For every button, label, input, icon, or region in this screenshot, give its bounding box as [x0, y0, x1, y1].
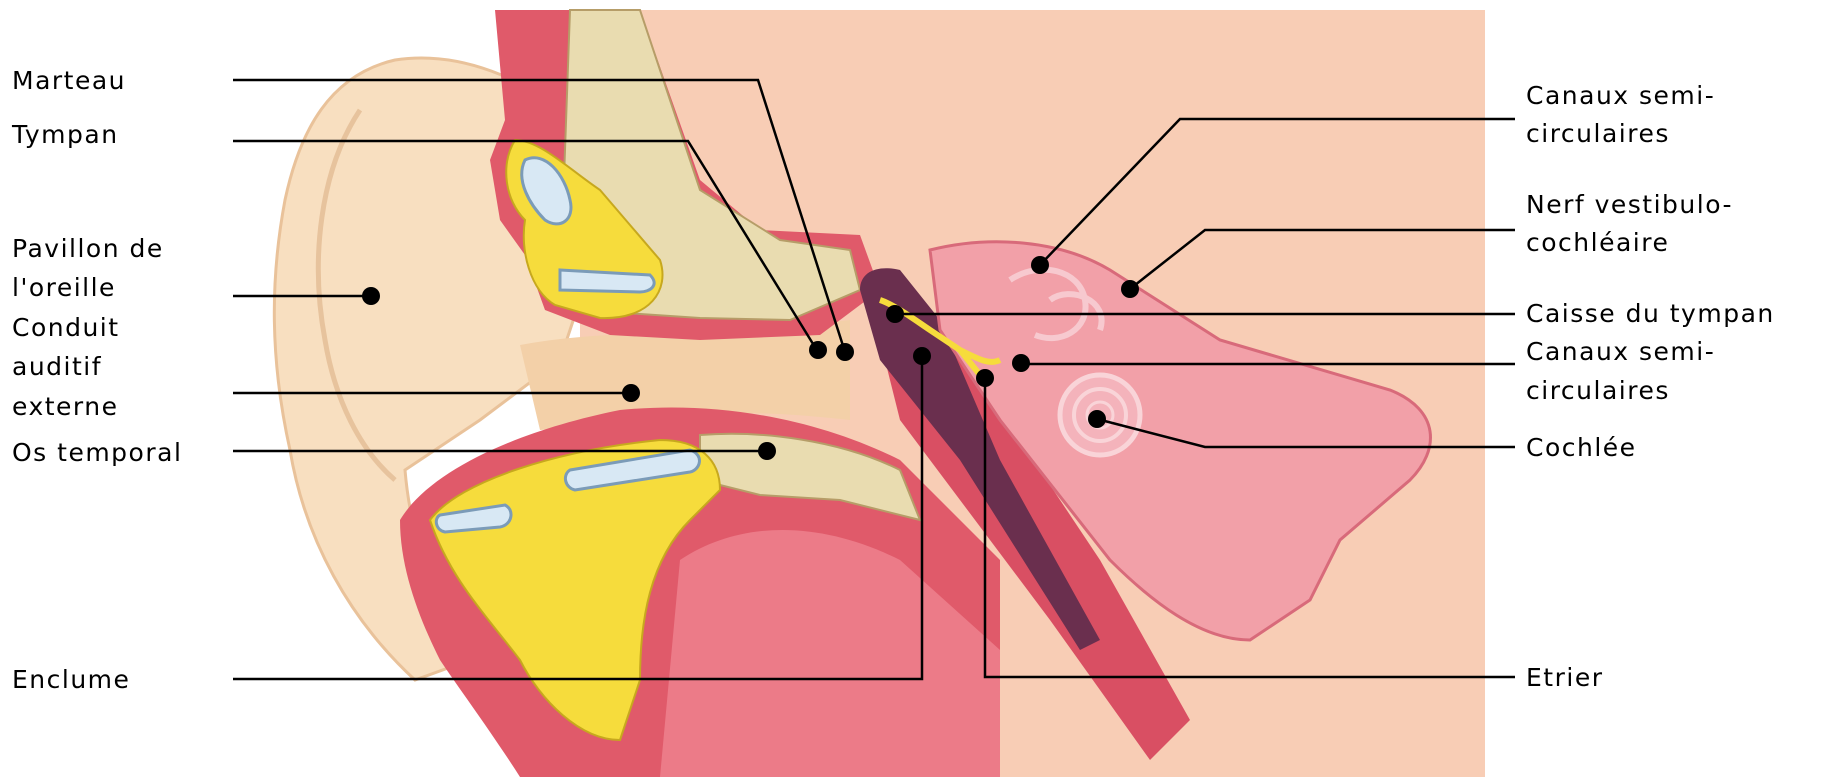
dot-caisse	[886, 305, 904, 323]
label-etrier: Etrier	[1526, 663, 1603, 692]
label-canaux-haut-line1: Canaux semi-	[1526, 81, 1715, 110]
label-caisse: Caisse du tympan	[1526, 299, 1775, 328]
dot-os-temporal	[758, 442, 776, 460]
label-canaux-haut-line2: circulaires	[1526, 119, 1670, 148]
label-conduit-line3: externe	[12, 392, 118, 421]
label-marteau: Marteau	[12, 66, 126, 95]
label-pavillon-line1: Pavillon de	[12, 234, 164, 263]
label-cochlee: Cochlée	[1526, 433, 1637, 462]
dot-pavillon	[362, 287, 380, 305]
dot-etrier	[976, 369, 994, 387]
label-canaux-bas-line1: Canaux semi-	[1526, 337, 1715, 366]
label-conduit-line1: Conduit	[12, 313, 120, 342]
dot-conduit	[622, 384, 640, 402]
dot-tympan	[809, 341, 827, 359]
dot-nerf	[1121, 280, 1139, 298]
labels-right: Canaux semi- circulaires Nerf vestibulo-…	[1526, 81, 1775, 692]
label-canaux-bas-line2: circulaires	[1526, 376, 1670, 405]
dot-marteau	[836, 343, 854, 361]
label-enclume: Enclume	[12, 665, 130, 694]
label-nerf-line1: Nerf vestibulo-	[1526, 190, 1733, 219]
upper-cavity-2	[560, 270, 654, 292]
labels-left: Marteau Tympan Pavillon de l'oreille Con…	[11, 66, 182, 694]
dot-enclume	[913, 347, 931, 365]
label-pavillon-line2: l'oreille	[12, 273, 116, 302]
dot-cochlee	[1088, 410, 1106, 428]
label-conduit-line2: auditif	[12, 352, 102, 381]
dot-canaux-haut	[1031, 256, 1049, 274]
label-os-temporal: Os temporal	[12, 438, 182, 467]
dot-canaux-bas	[1012, 354, 1030, 372]
label-tympan: Tympan	[11, 120, 119, 149]
label-nerf-line2: cochléaire	[1526, 228, 1669, 257]
